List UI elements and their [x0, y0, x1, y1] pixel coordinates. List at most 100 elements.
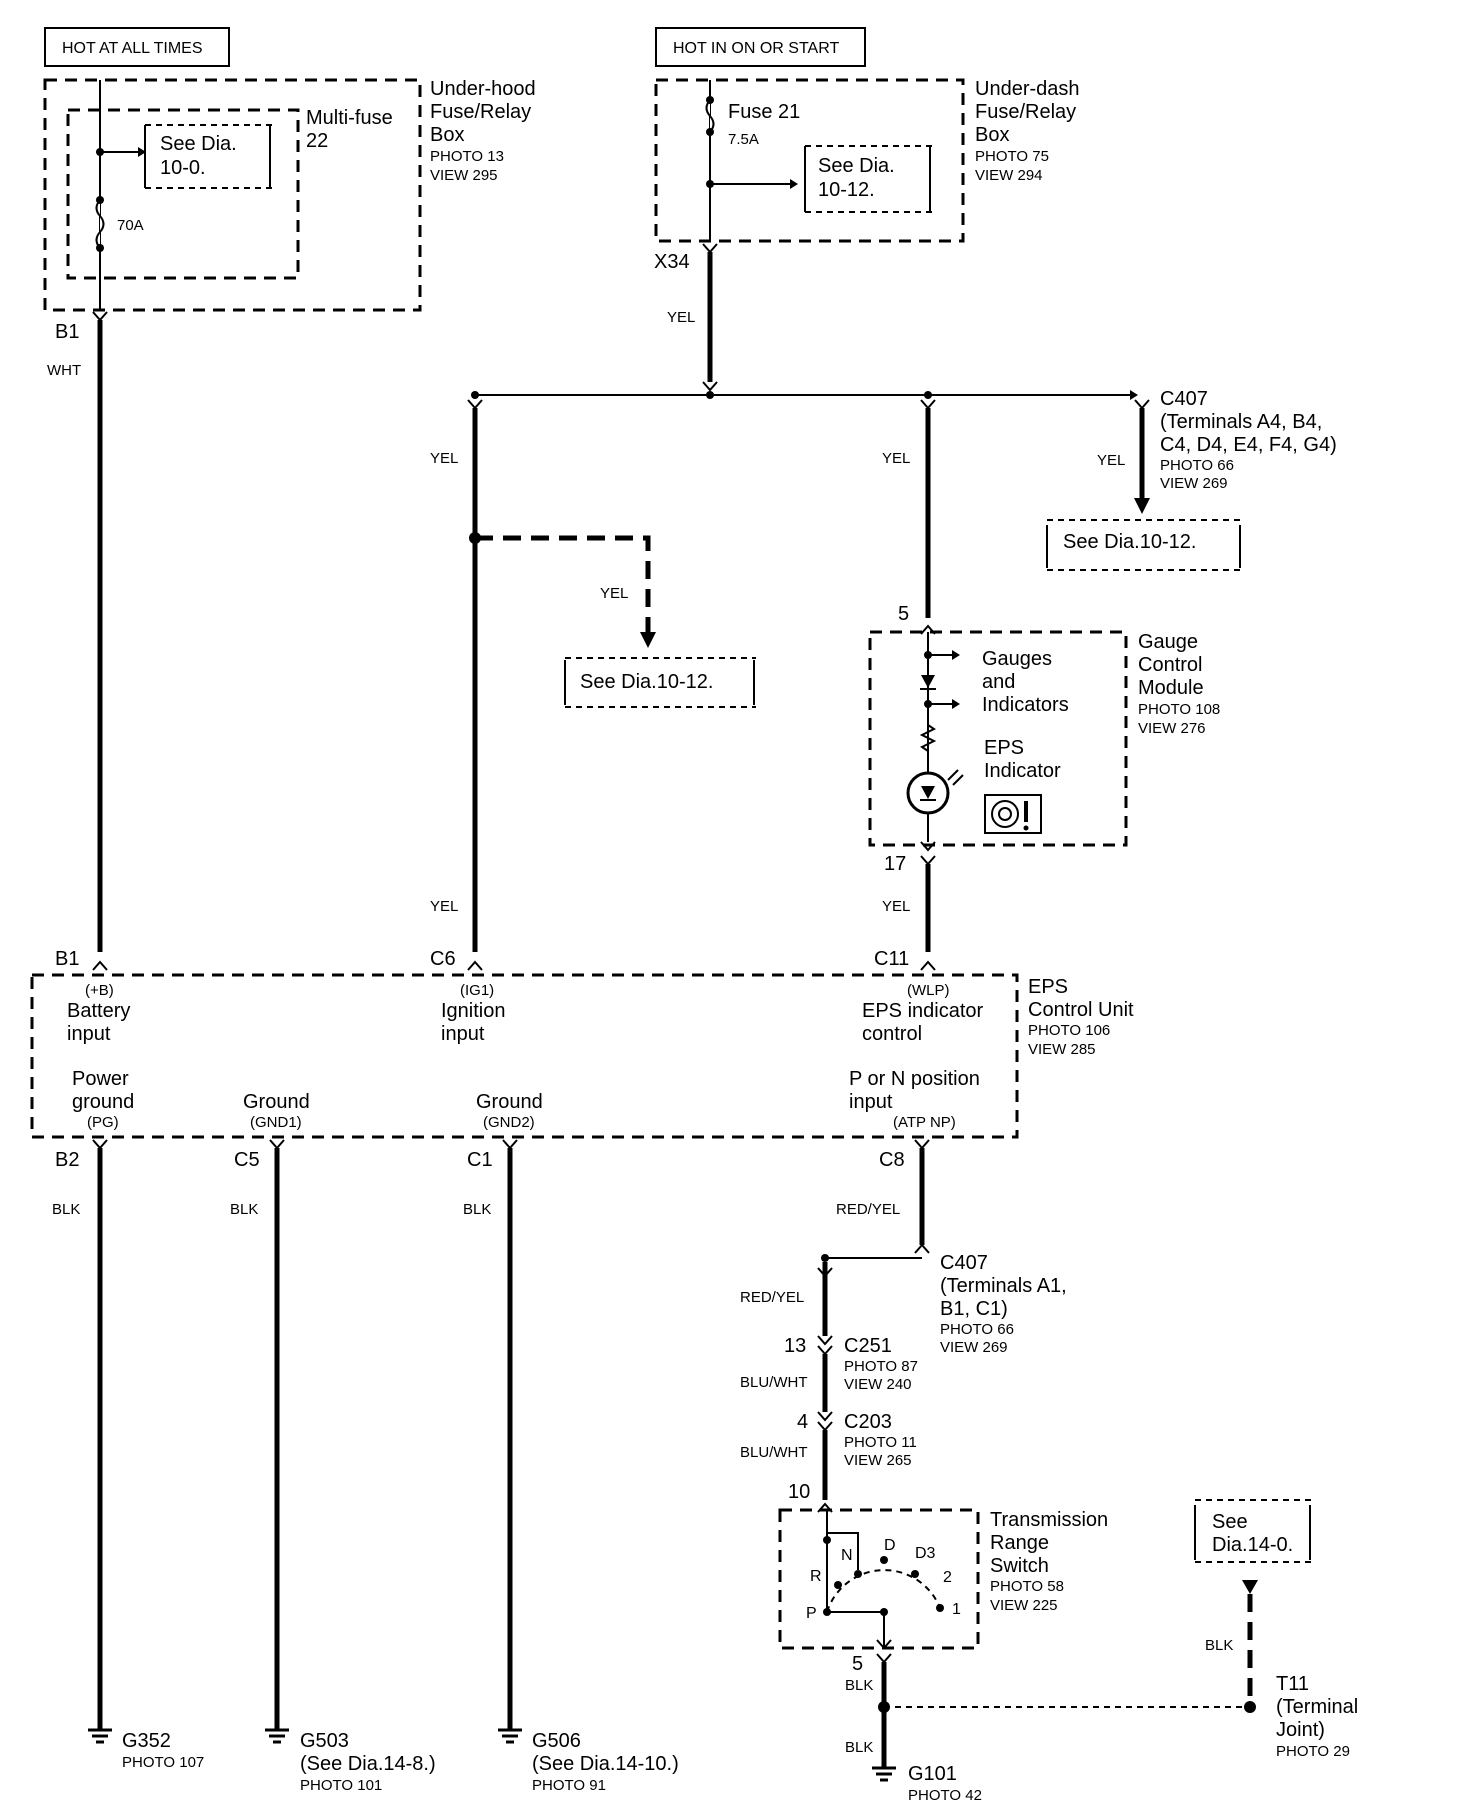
- ground-symbol-icon: [88, 1728, 112, 1744]
- c407-see: See Dia.10-12.: [1063, 531, 1196, 553]
- c251-pin: 13: [784, 1335, 806, 1357]
- hot-at-all-times-box: [44, 27, 230, 67]
- eps-title-1: EPS: [1028, 976, 1068, 998]
- g506-photo: PHOTO 91: [532, 1777, 606, 1794]
- trs-pos-d3: D3: [915, 1545, 936, 1562]
- arrow-down-icon: [640, 632, 656, 648]
- underhood-rating: 70A: [117, 217, 144, 234]
- wire-blk-pg-label: BLK: [52, 1201, 80, 1218]
- eps-pg-label-1: Power: [72, 1068, 129, 1090]
- eps-wlp-label-2: control: [862, 1023, 922, 1045]
- trs-pos-2: 2: [943, 1569, 952, 1586]
- wire-yel-gauge-label: YEL: [882, 450, 910, 467]
- arrow-down-icon: [1242, 1580, 1258, 1594]
- trs-pin-5: 5: [852, 1653, 863, 1675]
- t11-desc-1: (Terminal: [1276, 1696, 1358, 1718]
- wire-wht-label: WHT: [47, 362, 81, 379]
- eps-wlp-label-1: EPS indicator: [862, 1000, 984, 1022]
- gauge-title-1: Gauge: [1138, 631, 1198, 653]
- gauges-label-2: and: [982, 671, 1015, 693]
- underhood-view: VIEW 295: [430, 167, 498, 184]
- multifuse-label-2: 22: [306, 130, 328, 152]
- eps-atp-label-1: P or N position: [849, 1068, 980, 1090]
- wire-blu-wht-c251-label: BLU/WHT: [740, 1374, 808, 1391]
- underdash-see-1: See Dia.: [818, 155, 895, 177]
- wire-red-yel-c407-label: RED/YEL: [740, 1289, 804, 1306]
- eps-photo: PHOTO 106: [1028, 1022, 1110, 1039]
- multifuse-label-1: Multi-fuse: [306, 107, 393, 129]
- eps-battery-code: (+B): [85, 982, 114, 999]
- g506-see: (See Dia.14-10.): [532, 1753, 679, 1775]
- eps-ignition-label-1: Ignition: [441, 1000, 506, 1022]
- c203-view: VIEW 265: [844, 1452, 912, 1469]
- eps-wlp-code: (WLP): [907, 982, 950, 999]
- diode-icon: [921, 675, 935, 688]
- trs-title-1: Transmission: [990, 1509, 1108, 1531]
- c407-top-view: VIEW 269: [1160, 475, 1228, 492]
- c407-top-terminals-2: C4, D4, E4, F4, G4): [1160, 434, 1337, 456]
- t11-photo: PHOTO 29: [1276, 1743, 1350, 1760]
- gauges-label-1: Gauges: [982, 648, 1052, 670]
- underdash-title-2: Fuse/Relay: [975, 101, 1076, 123]
- fuse-70a-icon: [95, 199, 105, 249]
- wire-red-yel-c8-label: RED/YEL: [836, 1201, 900, 1218]
- eps-control-unit-box: [30, 973, 1019, 1139]
- underdash-photo: PHOTO 75: [975, 148, 1049, 165]
- c251-photo: PHOTO 87: [844, 1358, 918, 1375]
- eps-gnd1-code: (GND1): [250, 1114, 302, 1131]
- selector-arc: [826, 1569, 941, 1613]
- wire-yel-ign-label-bottom: YEL: [430, 898, 458, 915]
- c251-name: C251: [844, 1335, 892, 1357]
- underdash-title-3: Box: [975, 124, 1009, 146]
- eps-pg-label-2: ground: [72, 1091, 134, 1113]
- trs-pos-d: D: [884, 1537, 896, 1554]
- g503-see: (See Dia.14-8.): [300, 1753, 436, 1775]
- fuse-21-icon: [705, 99, 715, 133]
- gauge-title-3: Module: [1138, 677, 1204, 699]
- fuse-21-rating: 7.5A: [728, 131, 759, 148]
- c407-bot-name: C407: [940, 1252, 988, 1274]
- arrow-icon: [138, 147, 146, 157]
- eps-battery-label-2: input: [67, 1023, 111, 1045]
- eps-indicator-label-1: EPS: [984, 737, 1024, 759]
- trs-view: VIEW 225: [990, 1597, 1058, 1614]
- arrow-icon: [952, 699, 960, 709]
- trs-photo: PHOTO 58: [990, 1578, 1064, 1595]
- c203-pin: 4: [797, 1411, 808, 1433]
- c203-name: C203: [844, 1411, 892, 1433]
- c5-label: C5: [234, 1149, 260, 1171]
- x34-label: X34: [654, 251, 690, 273]
- trs-pos-p: P: [806, 1605, 817, 1622]
- wire-blk-trs-label-top: BLK: [845, 1677, 873, 1694]
- b1-label: B1: [55, 948, 79, 970]
- arrow-icon: [952, 650, 960, 660]
- g352-photo: PHOTO 107: [122, 1754, 204, 1771]
- c251-view: VIEW 240: [844, 1376, 912, 1393]
- trs-pos-1: 1: [952, 1601, 961, 1618]
- eps-atp-code: (ATP NP): [893, 1114, 956, 1131]
- t11-desc-2: Joint): [1276, 1719, 1325, 1741]
- resistor-icon: [919, 724, 937, 752]
- arrow-icon: [1130, 390, 1138, 400]
- b2-label: B2: [55, 1149, 79, 1171]
- ign-see-box: [564, 657, 756, 708]
- c8-label: C8: [879, 1149, 905, 1171]
- g506-name: G506: [532, 1730, 581, 1752]
- wire-blk-gnd2-label: BLK: [463, 1201, 491, 1218]
- eps-pg-code: (PG): [87, 1114, 119, 1131]
- c407-bot-view: VIEW 269: [940, 1339, 1008, 1356]
- underhood-box: [43, 78, 422, 312]
- trs-pin-10: 10: [788, 1481, 810, 1503]
- wire-blu-wht-c203-label: BLU/WHT: [740, 1444, 808, 1461]
- eps-gnd1-label: Ground: [243, 1091, 310, 1113]
- wire-yel-ign-label-top: YEL: [430, 450, 458, 467]
- trs-pos-n: N: [841, 1547, 853, 1564]
- eps-gnd2-label: Ground: [476, 1091, 543, 1113]
- arrow-down-icon: [1134, 498, 1150, 514]
- wire-yel-dashed-label: YEL: [600, 585, 628, 602]
- ground-symbol-icon: [498, 1728, 522, 1744]
- wire-blk-t11-label: BLK: [1205, 1637, 1233, 1654]
- eps-indicator-label-2: Indicator: [984, 760, 1061, 782]
- eps-atp-label-2: input: [849, 1091, 893, 1113]
- ground-symbol-icon: [265, 1728, 289, 1744]
